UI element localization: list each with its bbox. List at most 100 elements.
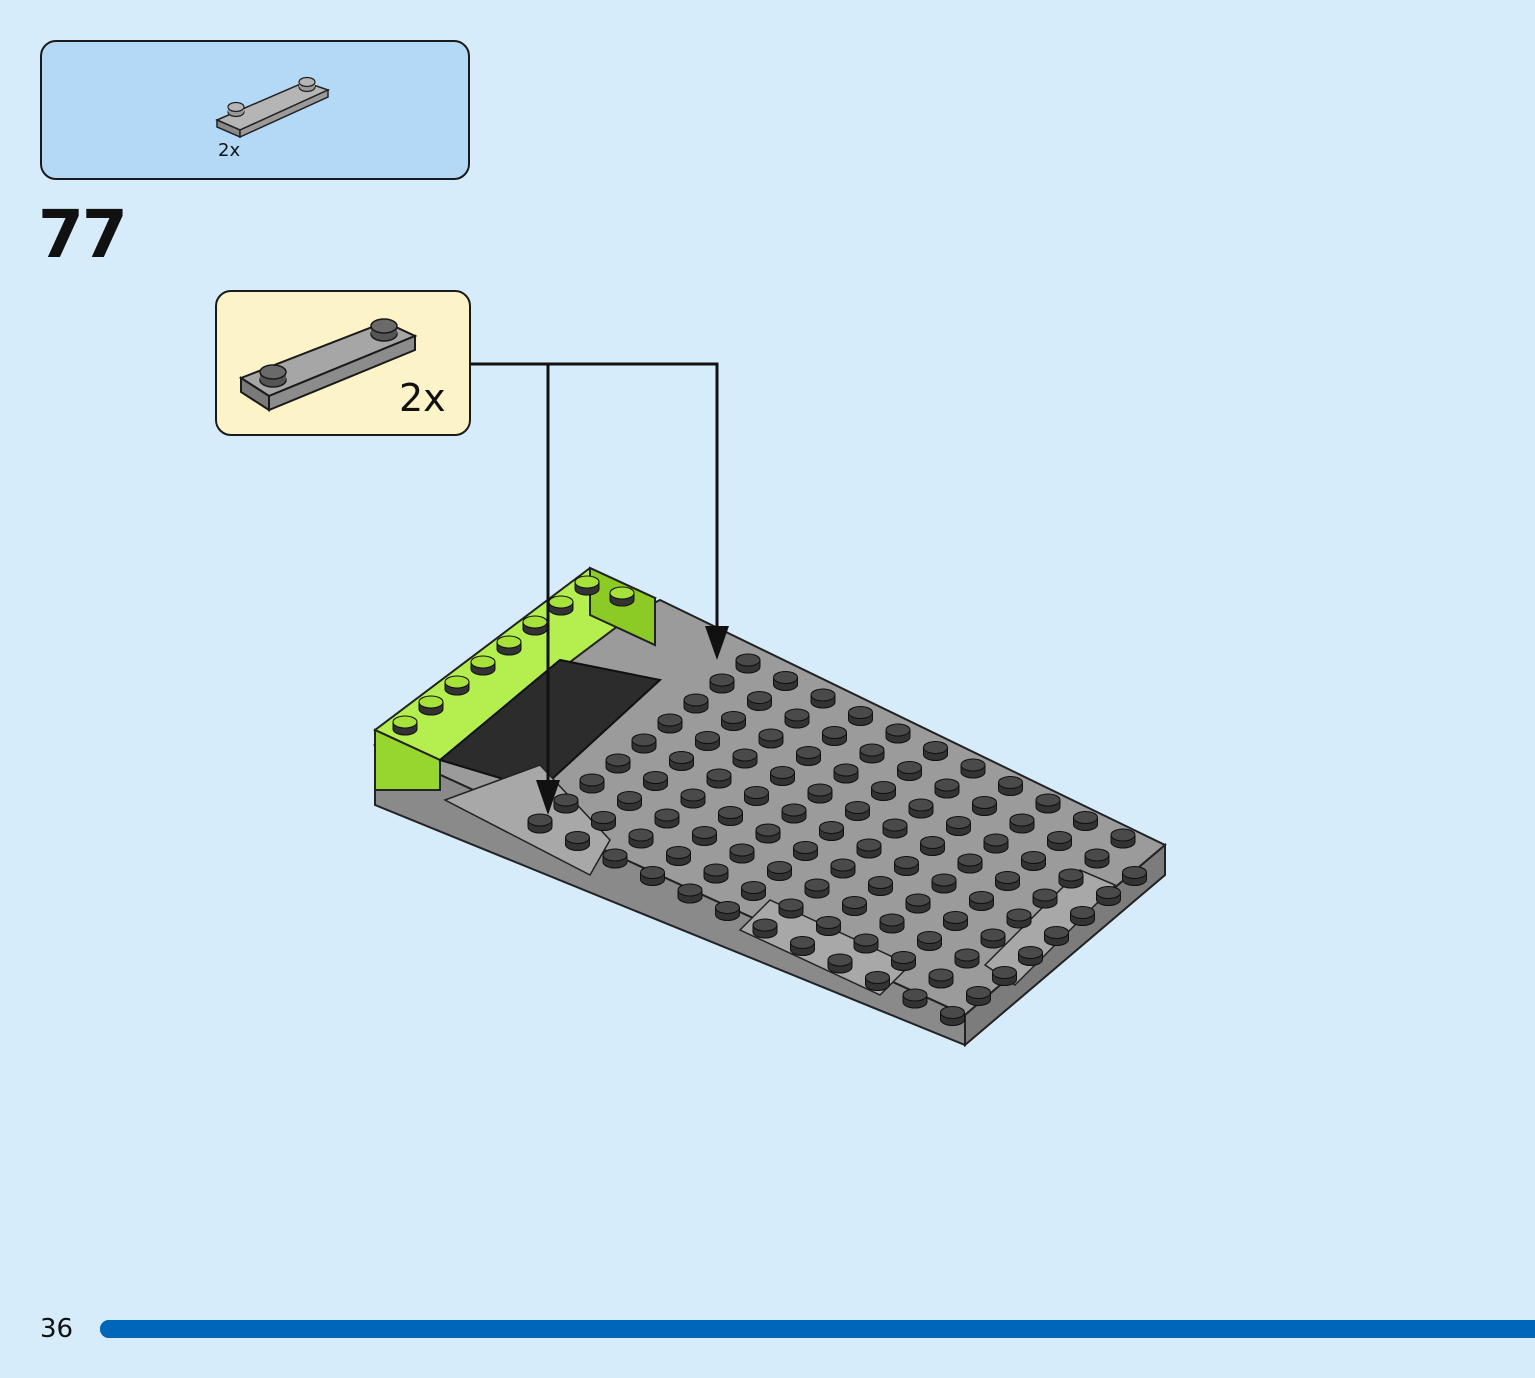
stud-top [902,988,928,1002]
stud-top [810,688,836,702]
progress-bar [100,1320,1535,1338]
stud-top [1084,848,1110,862]
plate-part-icon [238,318,418,412]
stud-top [755,823,781,837]
stud-top [998,776,1023,789]
stud-top [602,848,628,862]
stud-top [957,853,983,867]
stud-top [931,873,957,887]
stud-top [527,813,553,827]
stud-top [654,808,680,822]
stud-top [579,773,605,787]
stud-top [640,866,665,879]
stud-top [822,726,847,739]
stud-top [943,911,968,924]
stud-top [628,828,654,842]
stud-top [643,771,668,784]
stud-top [868,876,893,889]
stud-top [692,826,717,839]
stud-top [418,695,444,709]
stud-top [983,833,1009,847]
stud-top [946,816,971,829]
stud-top [695,731,720,744]
step-number: 77 [38,196,128,273]
plate-part-icon [215,76,331,139]
stud-top [960,758,986,772]
stud-top [1032,888,1058,902]
stud-top [1073,811,1098,824]
placement-arrows [471,362,719,795]
stud-top [928,968,954,982]
part-callout-box: 2x [215,290,471,436]
stud-top [804,878,830,892]
stud-top [972,796,997,809]
stud-top [553,793,579,807]
stud-top [882,818,908,832]
stud-top [848,706,873,719]
stud-top [923,741,948,754]
stud-top [905,893,931,907]
stud-top [729,843,755,857]
stud-top [1096,886,1121,899]
stud-top [894,856,919,869]
stud-top [969,891,994,904]
stud-top [842,896,867,909]
stud-top [703,863,729,877]
stud-top [677,883,703,897]
stud-top [1018,946,1043,959]
stud-top [819,821,844,834]
stud-top [980,928,1006,942]
stud-top [1009,813,1035,827]
stud-top [706,768,732,782]
stud-top [657,713,683,727]
stud-top [859,743,885,757]
stud-top [744,786,769,799]
page-number: 36 [40,1314,74,1344]
stud-top [992,966,1017,979]
stud-top [1044,926,1069,939]
stud-top [865,971,890,984]
stud-top [1035,793,1061,807]
stud-top [758,728,784,742]
stud-top [683,693,709,707]
stud-top [778,898,804,912]
stud-top [496,635,522,649]
stud-top [1047,831,1072,844]
stud-top [709,673,735,687]
stud-top [1122,866,1147,879]
stud-top [781,803,807,817]
stud-top [1110,828,1136,842]
stud-top [548,595,574,609]
stud-top [920,836,945,849]
stud-top [934,778,960,792]
stud-top [666,846,691,859]
stud-top [908,798,934,812]
stud-top [816,916,841,929]
stud-top [879,913,905,927]
stud-top [617,791,642,804]
stud-top [669,751,694,764]
stud-top [767,861,792,874]
stud-top [995,871,1020,884]
lime-brick-side [589,566,656,647]
stud-top [885,723,911,737]
stud-top [1006,908,1032,922]
stud-top [796,746,821,759]
stud-top [770,766,795,779]
stud-top [871,781,896,794]
stud-top [392,715,418,729]
stud-top [830,858,856,872]
stud-top [793,841,818,854]
stud-top [966,986,991,999]
studs-group [392,575,1147,1026]
stud-top [741,881,766,894]
stud-top [444,675,470,689]
stud-top [522,615,548,629]
stud-top [1070,906,1095,919]
stud-top [574,575,600,589]
stud-top [897,761,922,774]
stud-top [856,838,882,852]
arrow-head-left [536,780,560,815]
stud-top [807,783,833,797]
